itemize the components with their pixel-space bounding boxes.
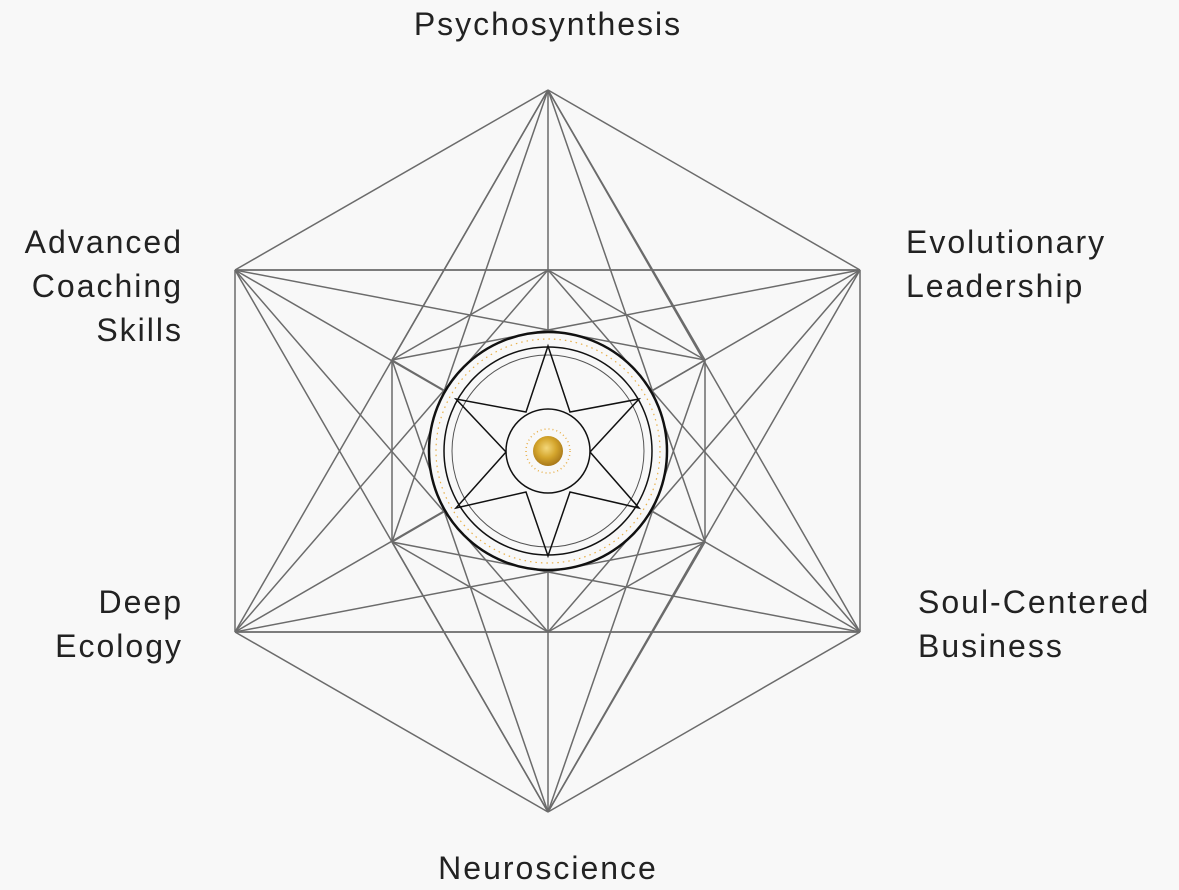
geometry-line [391, 541, 549, 633]
geometry-line [234, 89, 549, 271]
geometry-line [391, 541, 549, 813]
label-text: Psychosynthesis [413, 6, 683, 42]
geometry-line [547, 89, 861, 271]
geometry-line [234, 631, 549, 813]
label-line: Advanced [24, 224, 183, 260]
geometry-line [547, 269, 861, 633]
label-line: Leadership [906, 268, 1085, 304]
label-soul-centered-business: Soul-Centered Business [918, 580, 1150, 668]
label-line: Coaching [31, 268, 183, 304]
geometry-line [547, 269, 706, 361]
geometry-line [547, 89, 706, 543]
geometry-line [547, 541, 706, 813]
gold-sun [533, 436, 563, 466]
label-line: Deep [98, 584, 183, 620]
dotted-ring [435, 338, 661, 564]
label-neuroscience: Neuroscience [0, 846, 1096, 890]
geometry-line [547, 541, 706, 633]
geometry-line [391, 359, 549, 813]
label-deep-ecology: Deep Ecology [55, 580, 183, 668]
geometry-line [547, 89, 706, 361]
geometry-line [547, 359, 706, 813]
label-line: Evolutionary [906, 224, 1107, 260]
inner-ring [451, 354, 645, 548]
label-line: Business [918, 628, 1064, 664]
label-psychosynthesis: Psychosynthesis [0, 2, 1096, 46]
label-evolutionary-leadership: Evolutionary Leadership [906, 220, 1106, 308]
label-line: Skills [96, 312, 183, 348]
geometry-line [391, 269, 549, 361]
geometry-line [547, 631, 861, 813]
label-text: Neuroscience [438, 850, 658, 886]
geometry-line [391, 89, 549, 543]
label-line: Ecology [55, 628, 183, 664]
center-emblem [427, 330, 669, 572]
eight-point-star [453, 343, 642, 559]
label-advanced-coaching-skills: Advanced Coaching Skills [25, 220, 183, 352]
label-line: Soul-Centered [918, 584, 1151, 620]
dotted-halo [525, 428, 571, 474]
geometry-line [391, 89, 549, 361]
